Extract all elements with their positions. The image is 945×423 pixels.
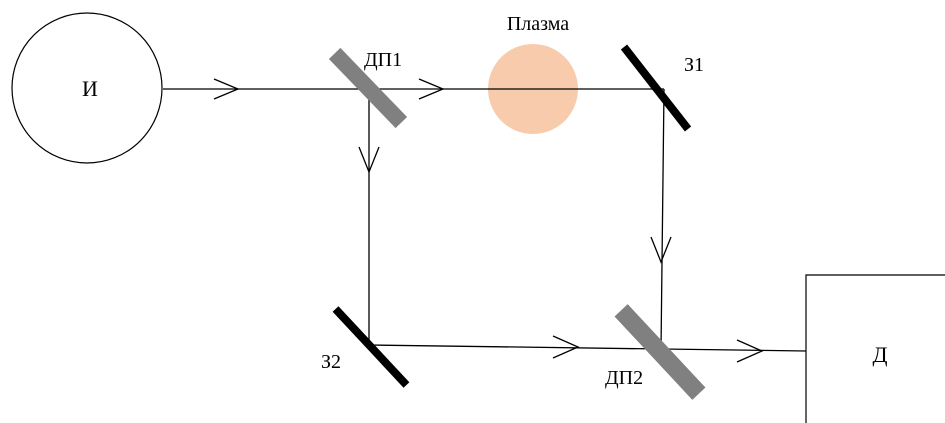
source-label: И [82, 76, 98, 101]
arrow-right-4 [736, 339, 764, 363]
beam-splitter-2-label: ДП2 [605, 367, 643, 389]
plasma-label: Плазма [507, 13, 569, 35]
beam-mirror2-to-detector [368, 344, 807, 352]
arrow-down-1 [358, 146, 380, 174]
detector-box [805, 274, 945, 423]
arrow-right-3 [552, 335, 580, 359]
mirror-1-label: З1 [684, 54, 704, 76]
beam-splitter-1 [328, 47, 408, 129]
mirror-1 [620, 44, 692, 132]
arrow-right-1 [213, 78, 240, 100]
mirror-2 [332, 306, 410, 388]
beam-splitter-1-label: ДП1 [364, 49, 402, 71]
detector-label: Д [872, 342, 887, 367]
source-circle [11, 12, 163, 164]
arrow-right-2 [418, 78, 445, 100]
arrow-down-2 [650, 236, 672, 264]
mirror-2-label: З2 [321, 351, 341, 373]
beam-mirror1-to-bs2 [660, 88, 665, 351]
beam-splitter-2 [614, 304, 706, 400]
